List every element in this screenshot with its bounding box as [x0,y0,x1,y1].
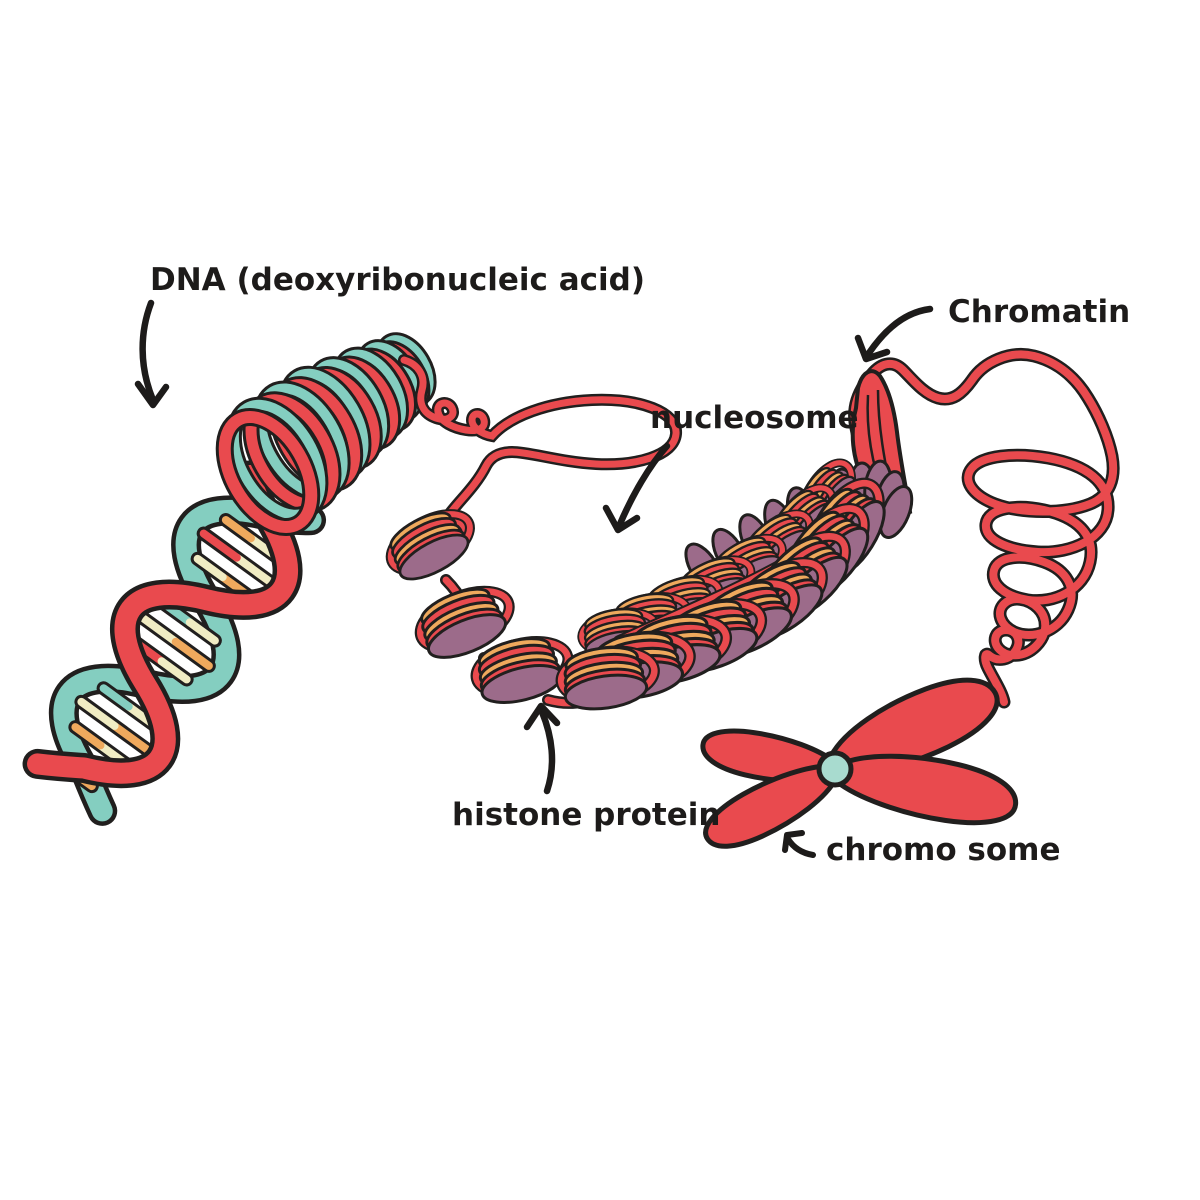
nucleosome-cluster [557,453,920,714]
centromere [816,750,854,788]
nucleosome-arrow [616,442,671,528]
histone-protein-label: histone protein [452,797,720,833]
chromatin-coil [865,350,1118,706]
annotations: DNA (deoxyribonucleic acid) Chromatin nu… [134,262,1130,868]
nucleosome-arrowhead [602,504,641,534]
nucleosome-label: nucleosome [650,400,859,436]
dna-arrow [139,299,157,404]
chromosome-label: chromo some [826,832,1061,868]
chromatin-arrowhead [854,334,891,363]
chromosome-arrow [785,836,816,858]
dna-label: DNA (deoxyribonucleic acid) [150,262,645,298]
histone-arrowhead [523,702,561,731]
chromosome-arrowhead [782,830,805,853]
histone-beads [380,499,575,710]
chromatin-arrow [865,305,934,357]
chromosome-figure [697,663,1021,860]
dna-coil [215,332,437,536]
dna-arrowhead [134,380,170,409]
chromatin-label: Chromatin [948,294,1130,330]
histone-arrow [538,708,556,795]
base-pair-rungs [57,513,284,794]
histone-bead [380,499,482,588]
dna-helix-ladder [22,460,327,826]
